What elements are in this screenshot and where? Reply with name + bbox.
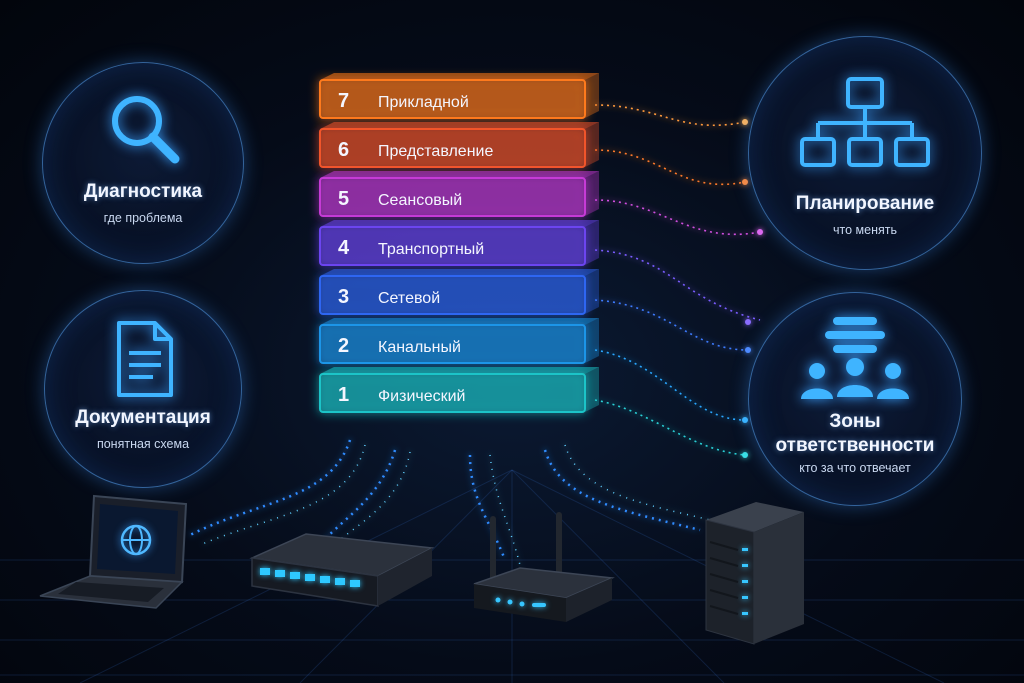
team-icon xyxy=(801,317,909,399)
responsibility-subtitle: кто за что отвечает xyxy=(799,461,911,475)
layer-name: Физический xyxy=(378,388,465,405)
osi-layer-5: 5 Сеансовый xyxy=(319,171,599,217)
layer-front-face xyxy=(319,275,586,315)
layer-number: 6 xyxy=(338,139,349,161)
layer-name: Представление xyxy=(378,143,493,160)
diagnostics-title: Диагностика xyxy=(83,181,203,202)
layer-side-face xyxy=(585,171,599,216)
layer-front-face xyxy=(319,79,586,119)
layer-front-face xyxy=(319,324,586,364)
layer-number: 2 xyxy=(338,335,349,357)
layer-side-face xyxy=(585,269,599,314)
layer-front-face xyxy=(319,373,586,413)
switch-icon xyxy=(249,533,435,607)
osi-layer-6: 6 Представление xyxy=(319,122,599,168)
layer-number: 4 xyxy=(338,237,350,259)
hierarchy-icon xyxy=(800,77,930,167)
responsibility-title-line1: Зоны xyxy=(829,411,881,432)
diagnostics-panel: Диагностика где проблема xyxy=(42,62,244,264)
layer-front-face xyxy=(319,128,586,168)
layer-top-face xyxy=(320,367,599,374)
document-icon xyxy=(117,321,173,397)
server-icon xyxy=(705,502,804,645)
osi-layer-1: 1 Физический xyxy=(319,367,599,413)
layer-top-face xyxy=(320,73,599,80)
layer-top-face xyxy=(320,220,599,227)
layer-name: Сетевой xyxy=(378,290,440,307)
documentation-title: Документация xyxy=(75,407,211,428)
layer-side-face xyxy=(585,220,599,265)
router-icon xyxy=(473,512,615,622)
layer-top-face xyxy=(320,122,599,129)
planning-panel: Планирование что менять xyxy=(748,36,982,270)
layer-top-face xyxy=(320,171,599,178)
responsibility-title-line2: ответственности xyxy=(775,435,935,456)
cable-bundles xyxy=(189,439,711,566)
layer-name: Транспортный xyxy=(378,241,484,258)
connector-end-dots xyxy=(742,119,763,458)
osi-layer-2: 2 Канальный xyxy=(319,318,599,364)
osi-layer-4: 4 Транспортный xyxy=(319,220,599,266)
layer-side-face xyxy=(585,122,599,167)
layer-front-face xyxy=(319,226,586,266)
osi-layer-3: 3 Сетевой xyxy=(319,269,599,315)
layer-top-face xyxy=(320,269,599,276)
layer-side-face xyxy=(585,73,599,118)
diagnostics-subtitle: где проблема xyxy=(103,211,183,225)
documentation-panel: Документация понятная схема xyxy=(44,290,242,488)
layer-number: 3 xyxy=(338,286,349,308)
osi-layer-7: 7 Прикладной xyxy=(319,73,599,119)
laptop-icon xyxy=(39,494,188,609)
documentation-subtitle: понятная схема xyxy=(96,437,190,451)
layer-name: Прикладной xyxy=(378,94,469,111)
layer-top-face xyxy=(320,318,599,325)
layer-connectors xyxy=(594,104,761,456)
layer-number: 7 xyxy=(338,90,349,112)
planning-title: Планирование xyxy=(795,193,935,214)
layer-side-face xyxy=(585,318,599,363)
layer-name: Сеансовый xyxy=(378,192,462,209)
layer-number: 1 xyxy=(338,384,349,406)
layer-side-face xyxy=(585,367,599,412)
layer-front-face xyxy=(319,177,586,217)
layer-number: 5 xyxy=(338,188,349,210)
magnifier-icon xyxy=(112,96,180,164)
layer-name: Канальный xyxy=(378,339,461,356)
planning-subtitle: что менять xyxy=(833,223,897,237)
responsibility-panel: Зоны ответственности кто за что отвечает xyxy=(748,292,962,506)
